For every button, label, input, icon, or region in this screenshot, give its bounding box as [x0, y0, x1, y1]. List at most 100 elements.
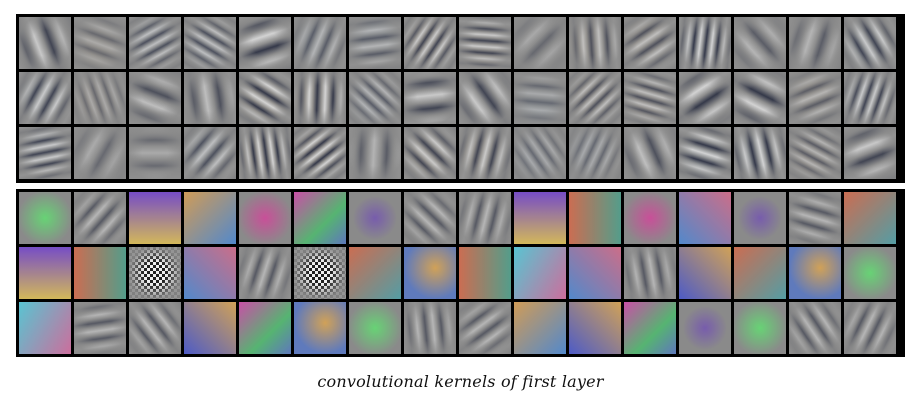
color-kernel-tile: [239, 247, 291, 299]
color-kernel-tile: [734, 302, 786, 354]
grayscale-kernel-tile: [569, 127, 621, 179]
color-kernel-tile: [74, 302, 126, 354]
grayscale-kernel-tile: [404, 127, 456, 179]
grayscale-kernel-tile: [19, 127, 71, 179]
color-kernel-tile: [734, 247, 786, 299]
color-kernel-tile: [734, 192, 786, 244]
grayscale-kernel-tile: [679, 127, 731, 179]
grayscale-kernel-tile: [734, 72, 786, 124]
grayscale-kernel-tile: [184, 17, 236, 69]
grayscale-kernel-tile: [459, 127, 511, 179]
grayscale-kernel-tile: [404, 72, 456, 124]
color-kernel-tile: [404, 302, 456, 354]
grayscale-kernel-tile: [129, 72, 181, 124]
color-kernel-tile: [294, 192, 346, 244]
grayscale-kernel-tile: [239, 72, 291, 124]
grayscale-kernel-tile: [569, 72, 621, 124]
color-kernel-tile: [404, 192, 456, 244]
color-kernel-tile: [569, 192, 621, 244]
grayscale-kernel-tile: [734, 17, 786, 69]
grayscale-kernel-tile: [624, 127, 676, 179]
grayscale-kernel-tile: [239, 127, 291, 179]
color-kernel-tile: [514, 302, 566, 354]
grayscale-kernel-panel: [16, 14, 905, 183]
color-kernel-panel: [16, 189, 905, 357]
grayscale-kernel-tile: [514, 127, 566, 179]
color-kernel-tile: [679, 192, 731, 244]
color-kernel-tile: [679, 302, 731, 354]
grayscale-kernel-tile: [74, 127, 126, 179]
grayscale-kernel-tile: [514, 72, 566, 124]
grayscale-kernel-tile: [789, 127, 841, 179]
color-kernel-tile: [569, 302, 621, 354]
grayscale-kernel-tile: [789, 17, 841, 69]
grayscale-kernel-tile: [129, 17, 181, 69]
color-kernel-tile: [404, 247, 456, 299]
grayscale-kernel-tile: [404, 17, 456, 69]
color-kernel-tile: [74, 247, 126, 299]
color-kernel-tile: [624, 302, 676, 354]
color-kernel-tile: [129, 192, 181, 244]
grayscale-kernel-tile: [514, 17, 566, 69]
grayscale-kernel-tile: [294, 17, 346, 69]
grayscale-kernel-tile: [19, 17, 71, 69]
grayscale-kernel-tile: [679, 72, 731, 124]
color-kernel-tile: [184, 302, 236, 354]
color-kernel-tile: [514, 247, 566, 299]
grayscale-kernel-tile: [19, 72, 71, 124]
color-kernel-tile: [239, 302, 291, 354]
grayscale-kernel-tile: [624, 17, 676, 69]
color-kernel-tile: [239, 192, 291, 244]
color-kernel-tile: [184, 247, 236, 299]
color-kernel-tile: [569, 247, 621, 299]
grayscale-kernel-tile: [349, 72, 401, 124]
grayscale-kernel-tile: [349, 17, 401, 69]
color-kernel-tile: [844, 247, 896, 299]
color-kernel-tile: [459, 247, 511, 299]
color-kernel-tile: [789, 192, 841, 244]
color-kernel-tile: [789, 302, 841, 354]
grayscale-kernel-tile: [844, 72, 896, 124]
grayscale-kernel-tile: [349, 127, 401, 179]
color-kernel-tile: [74, 192, 126, 244]
color-kernel-tile: [624, 192, 676, 244]
color-kernel-tile: [844, 192, 896, 244]
color-kernel-tile: [459, 192, 511, 244]
grayscale-kernel-tile: [569, 17, 621, 69]
color-kernel-tile: [844, 302, 896, 354]
grayscale-kernel-tile: [734, 127, 786, 179]
color-kernel-grid: [19, 192, 896, 354]
color-kernel-tile: [624, 247, 676, 299]
color-kernel-tile: [294, 302, 346, 354]
color-kernel-tile: [19, 247, 71, 299]
color-kernel-tile: [789, 247, 841, 299]
color-kernel-tile: [349, 302, 401, 354]
grayscale-kernel-tile: [184, 127, 236, 179]
grayscale-kernel-grid: [19, 17, 896, 179]
color-kernel-tile: [19, 192, 71, 244]
grayscale-kernel-tile: [184, 72, 236, 124]
color-kernel-tile: [459, 302, 511, 354]
grayscale-kernel-tile: [459, 72, 511, 124]
grayscale-kernel-tile: [294, 72, 346, 124]
grayscale-kernel-tile: [844, 17, 896, 69]
grayscale-kernel-tile: [679, 17, 731, 69]
grayscale-kernel-tile: [459, 17, 511, 69]
color-kernel-tile: [514, 192, 566, 244]
grayscale-kernel-tile: [624, 72, 676, 124]
color-kernel-tile: [349, 192, 401, 244]
color-kernel-tile: [294, 247, 346, 299]
grayscale-kernel-tile: [294, 127, 346, 179]
figure-caption: convolutional kernels of first layer: [317, 372, 604, 391]
grayscale-kernel-tile: [74, 72, 126, 124]
color-kernel-tile: [184, 192, 236, 244]
color-kernel-tile: [19, 302, 71, 354]
grayscale-kernel-tile: [789, 72, 841, 124]
color-kernel-tile: [679, 247, 731, 299]
color-kernel-tile: [349, 247, 401, 299]
color-kernel-tile: [129, 247, 181, 299]
grayscale-kernel-tile: [844, 127, 896, 179]
grayscale-kernel-tile: [239, 17, 291, 69]
grayscale-kernel-tile: [74, 17, 126, 69]
grayscale-kernel-tile: [129, 127, 181, 179]
